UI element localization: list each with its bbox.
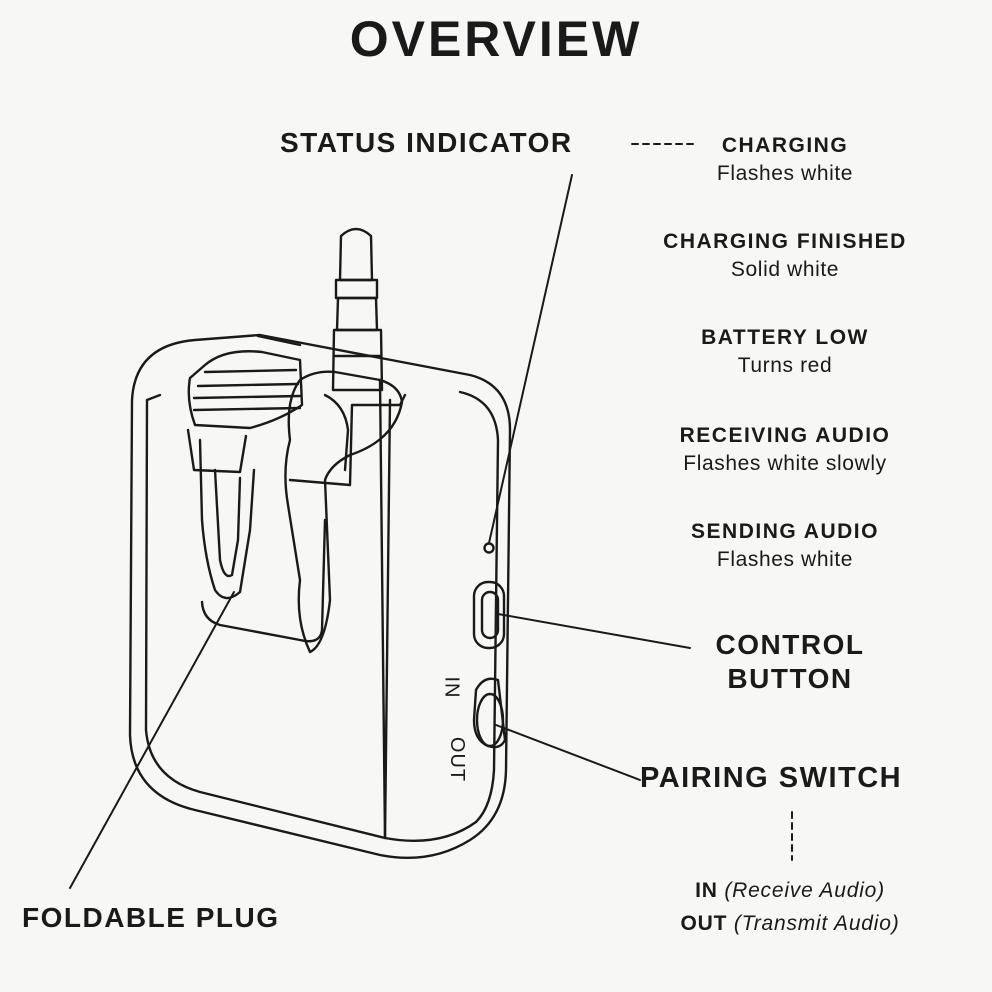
switch-out-label: OUT [446, 736, 469, 783]
pairing-switch-icon [472, 677, 507, 749]
audio-jack-icon [331, 227, 384, 392]
switch-in-label: IN [440, 676, 463, 699]
page-title: OVERVIEW [349, 11, 643, 67]
foldable-plug-label: FOLDABLE PLUG [22, 902, 280, 933]
mode-row-out: OUT (Transmit Audio) [640, 907, 940, 940]
socket-arm-icon [284, 370, 404, 654]
pairing-switch-leader [495, 724, 641, 781]
control-button-label-line1: CONTROL [715, 629, 865, 660]
device-body [128, 333, 512, 860]
mode-value: (Transmit Audio) [733, 912, 900, 935]
status-led-icon [483, 542, 495, 554]
mode-row-in: IN (Receive Audio) [640, 874, 940, 907]
status-state-battery-low: BATTERY LOW Turns red [630, 326, 940, 378]
status-state-sending-audio: SENDING AUDIO Flashes white [630, 520, 940, 572]
status-state-desc: Flashes white slowly [683, 452, 887, 475]
status-state-name: SENDING AUDIO [691, 520, 879, 543]
control-button-label: CONTROL BUTTON [690, 628, 890, 696]
status-state-desc: Flashes white [716, 162, 854, 185]
status-state-charging-finished: CHARGING FINISHED Solid white [630, 230, 940, 282]
status-state-receiving-audio: RECEIVING AUDIO Flashes white slowly [630, 424, 940, 476]
hinge-knob-icon [186, 350, 304, 600]
status-state-name: RECEIVING AUDIO [679, 424, 891, 447]
status-indicator-label: STATUS INDICATOR [280, 127, 573, 158]
status-state-name: CHARGING FINISHED [663, 230, 907, 253]
mode-key: IN [695, 879, 718, 902]
leader-lines [69, 143, 793, 889]
status-state-charging: CHARGING Flashes white [630, 134, 940, 186]
status-state-name: CHARGING [721, 134, 849, 157]
control-button-label-line2: BUTTON [727, 663, 853, 694]
mode-key: OUT [680, 912, 728, 935]
status-state-name: BATTERY LOW [701, 326, 869, 349]
status-indicator-leader [488, 174, 573, 544]
status-state-desc: Flashes white [716, 548, 854, 571]
status-state-desc: Turns red [737, 354, 833, 377]
control-button-leader [497, 613, 691, 649]
pairing-switch-label: PAIRING SWITCH [640, 762, 903, 794]
mode-value: (Receive Audio) [724, 879, 885, 902]
plug-recess [200, 393, 407, 643]
foldable-plug-leader [69, 591, 235, 889]
pairing-modes-list: IN (Receive Audio) OUT (Transmit Audio) [640, 874, 940, 940]
status-state-desc: Solid white [730, 258, 840, 281]
